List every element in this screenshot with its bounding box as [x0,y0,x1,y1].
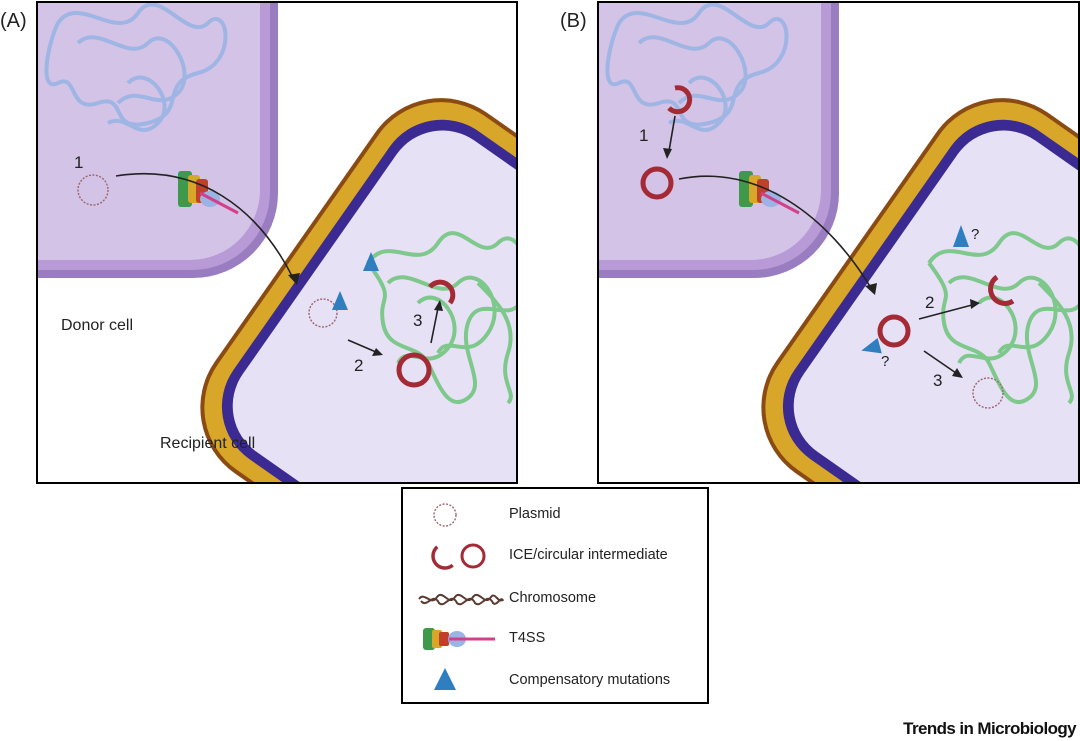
compensatory-mutation-icon [861,337,882,354]
legend-label: Compensatory mutations [509,672,671,688]
legend-label: ICE/circular intermediate [509,547,668,563]
legend-label: Plasmid [509,506,561,522]
legend-label: Chromosome [509,590,597,606]
integrated-ice-icon [988,274,1015,306]
donor-cell [38,3,278,278]
transfer-arrow [115,172,300,285]
received-plasmid-icon [308,298,338,328]
panel-a: 1 2 3 Donor cell Recipient cell [36,1,518,484]
ice-circular-intermediate-icon [396,352,432,388]
panel-b-illustration: 1 ? ? 2 3 [599,3,1078,482]
panel-b-label: (B) [560,10,587,32]
panel-a-label: (A) [0,10,27,32]
integrated-ice-icon [667,85,693,115]
donor-chromosome [44,3,228,132]
legend-item-mutations: Compensatory mutations [403,661,707,701]
legend-item-ice: ICE/circular intermediate [403,536,707,576]
ice-circular-intermediate-icon [431,543,486,570]
legend-label: T4SS [509,630,546,646]
legend-item-chromosome: Chromosome [403,579,707,619]
donor-chromosome [605,3,789,132]
integrated-ice-icon [428,279,456,305]
donor-cell-label: Donor cell [61,317,133,334]
donor-cell [599,3,839,278]
excision-arrow [663,115,676,159]
panel-b-step-1: 1 [639,126,648,145]
step-2-arrow [347,339,383,356]
ice-circular-intermediate-icon [640,166,674,200]
plasmid-icon [972,377,1004,409]
legend-item-t4ss: T4SS [403,619,707,659]
legend-item-plasmid: Plasmid [403,495,707,535]
panel-a-step-1: 1 [74,153,83,172]
recipient-cell-label: Recipient cell [160,435,255,452]
compensatory-mutation-icon [332,291,348,310]
loss-arrow [923,350,963,378]
compensatory-mutation-icon [953,225,969,247]
integration-arrow [918,299,980,320]
t4ss-icon [423,628,495,650]
panel-a-step-3: 3 [413,311,422,330]
plasmid-icon [77,174,109,206]
step-3-arrow [430,300,443,344]
chromosome-icon [418,594,504,606]
transfer-arrow [678,175,877,295]
compensatory-mutation-icon [434,668,456,690]
panel-b: 1 ? ? 2 3 [597,1,1080,484]
compensatory-mutation-icon [363,252,379,271]
panel-b-step-3: 3 [933,371,942,390]
panel-b-step-2: 2 [925,293,934,312]
journal-logo: Trends in Microbiology [903,719,1076,738]
panel-a-illustration: 1 2 3 Donor cell Recipient cell [38,3,516,482]
received-circular-intermediate-icon [877,314,911,348]
panel-b-question-1: ? [881,353,889,370]
panel-a-step-2: 2 [354,356,363,375]
legend: Plasmid ICE/circular intermediate Chromo… [401,487,709,704]
plasmid-icon [433,503,457,527]
panel-b-question-2: ? [971,226,979,243]
